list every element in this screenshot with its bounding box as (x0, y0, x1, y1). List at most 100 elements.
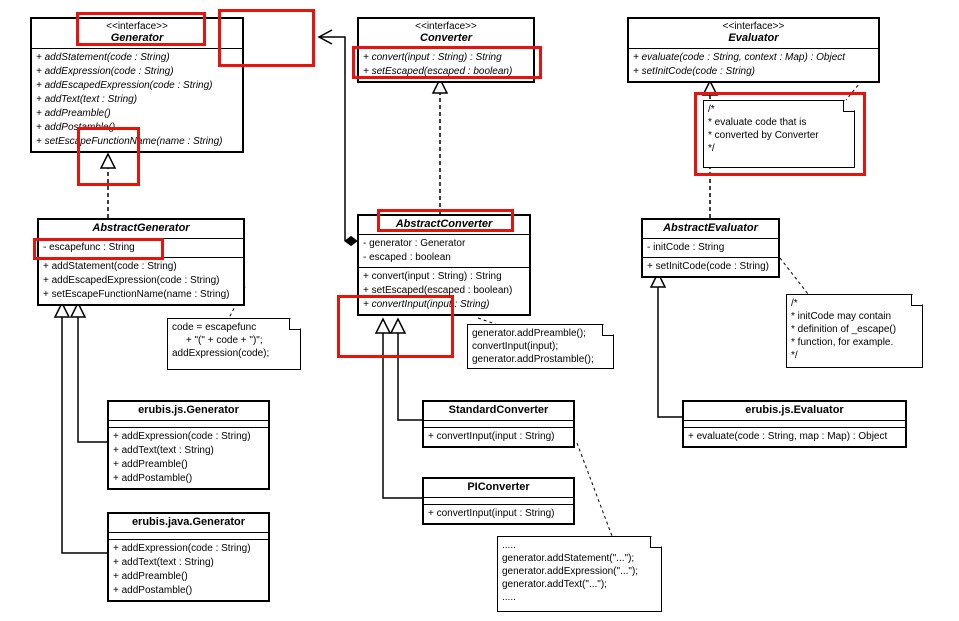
attribute-label: - escapefunc : String (43, 242, 135, 253)
class-title: <<interface>> Generator (32, 19, 242, 48)
generalization-standardconverter-abstractconverter (389, 317, 422, 421)
class-name: erubis.js.Generator (138, 404, 239, 416)
class-name: Converter (420, 32, 472, 44)
note-line: * function, for example. (791, 337, 894, 348)
method-label: + convert(input : String) : String (363, 271, 502, 282)
annotation-highlight-abstractconverter-title (377, 209, 514, 232)
class-box-erubis-java-generator: erubis.java.Generator + addExpression(co… (107, 512, 270, 602)
note-line: * evaluate code that is (708, 117, 807, 128)
class-name: erubis.js.Evaluator (745, 404, 844, 416)
class-title: AbstractGenerator (39, 220, 243, 238)
attributes-compartment (109, 532, 268, 539)
class-title: <<interface>> Evaluator (629, 19, 878, 48)
method-label: + addText(text : String) (113, 445, 214, 456)
annotation-highlight-evaluate-note (694, 92, 866, 176)
method-label: + addStatement(code : String) (36, 52, 170, 63)
realization-abstractconverter-converter (431, 77, 449, 214)
note-anchor-convert-sequence (477, 317, 499, 326)
class-box-erubis-js-evaluator: erubis.js.Evaluator + evaluate(code : St… (682, 400, 907, 448)
methods-compartment: + addStatement(code : String) + addExpre… (32, 48, 242, 151)
composition-abstractconverter-generator (317, 29, 358, 247)
annotation-highlight-generator-title (76, 12, 206, 46)
class-box-erubis-js-generator: erubis.js.Generator + addExpression(code… (107, 400, 270, 490)
method-label: + convertInput(input : String) (428, 431, 555, 442)
stereotype-label: <<interface>> (722, 21, 785, 32)
method-label: + convertInput(input : String) (363, 299, 490, 310)
class-title: erubis.java.Generator (109, 514, 268, 532)
generalization-javagenerator-abstractgenerator (53, 301, 107, 554)
realization-abstractevaluator-evaluator (701, 79, 719, 218)
class-name: erubis.java.Generator (131, 516, 246, 528)
stereotype-label: <<interface>> (106, 21, 168, 32)
note-evaluate-comment: /* * evaluate code that is * converted b… (703, 100, 855, 168)
class-name: AbstractConverter (395, 218, 493, 230)
method-label: + addPreamble() (36, 108, 111, 119)
method-label: + addPreamble() (113, 459, 188, 470)
generalization-jsevaluator-abstractevaluator (649, 271, 682, 418)
method-label: + addExpression(code : String) (113, 543, 251, 554)
class-name: PIConverter (467, 481, 530, 493)
annotation-highlight-generator-bottom (77, 127, 140, 186)
note-line: + "(" + code + ")"; (172, 335, 263, 346)
class-box-pi-converter: PIConverter + convertInput(input : Strin… (422, 477, 575, 525)
note-line: generator.addText("..."); (502, 579, 607, 590)
note-line: /* (791, 298, 798, 309)
note-line: ..... (502, 592, 516, 603)
annotation-highlight-converter-methods (352, 46, 542, 79)
method-label: + addStatement(code : String) (43, 261, 177, 272)
note-line: code = escapefunc (172, 322, 257, 333)
generalization-piconverter-abstractconverter (374, 317, 422, 499)
method-label: + setEscaped(escaped : boolean) (363, 285, 513, 296)
method-label: + evaluate(code : String, map : Map) : O… (688, 431, 888, 442)
note-convert-sequence: generator.addPreamble(); convertInput(in… (467, 324, 614, 369)
class-box-evaluator-interface: <<interface>> Evaluator + evaluate(code … (627, 17, 880, 83)
class-name: AbstractGenerator (92, 222, 190, 234)
method-label: + addText(text : String) (113, 557, 214, 568)
methods-compartment: + convertInput(input : String) (424, 504, 573, 523)
method-label: + setInitCode(code : String) (647, 261, 770, 272)
note-line: * initCode may contain (791, 311, 892, 322)
note-line: */ (791, 350, 798, 361)
attribute-label: - generator : Generator (363, 238, 466, 249)
method-label: + addExpression(code : String) (36, 66, 174, 77)
generalization-jsgenerator-abstractgenerator (69, 301, 107, 443)
method-label: + addPreamble() (113, 571, 188, 582)
attributes-compartment: - initCode : String (643, 238, 778, 257)
stereotype-label: <<interface>> (415, 21, 477, 32)
methods-compartment: + addExpression(code : String) + addText… (109, 539, 268, 600)
annotation-highlight-converter-subclasses (337, 295, 454, 358)
note-anchor-generated-code (576, 442, 613, 537)
note-line: generator.addPreamble(); (472, 328, 586, 339)
method-label: + setEscapeFunctionName(name : String) (43, 289, 230, 300)
note-line: generator.addExpression("..."); (502, 566, 639, 577)
composition-diamond-icon (344, 235, 358, 247)
class-title: StandardConverter (424, 402, 573, 420)
note-anchor-initcode-comment (779, 257, 809, 295)
methods-compartment: + addStatement(code : String) + addEscap… (39, 257, 243, 304)
attribute-label: - escaped : boolean (363, 252, 451, 263)
annotation-highlight-escapefunc (33, 238, 164, 260)
method-label: + addEscapedExpression(code : String) (43, 275, 220, 286)
class-box-abstract-generator: AbstractGenerator - escapefunc : String … (37, 218, 245, 306)
methods-compartment: + evaluate(code : String, map : Map) : O… (684, 427, 905, 446)
methods-compartment: + convertInput(input : String) (424, 427, 573, 446)
note-initcode-comment: /* * initCode may contain * definition o… (786, 294, 923, 368)
class-title: PIConverter (424, 479, 573, 497)
class-title: <<interface>> Converter (359, 19, 533, 48)
note-line: addExpression(code); (172, 348, 270, 359)
method-label: + addText(text : String) (36, 94, 138, 105)
class-box-abstract-evaluator: AbstractEvaluator - initCode : String + … (641, 218, 780, 278)
note-line: */ (708, 143, 715, 154)
note-line: generator.addStatement("..."); (502, 553, 635, 564)
realization-abstractgenerator-generator (99, 152, 117, 218)
note-line: /* (708, 104, 715, 115)
attribute-label: - initCode : String (647, 242, 725, 253)
class-title: erubis.js.Evaluator (684, 402, 905, 420)
methods-compartment: + evaluate(code : String, context : Map)… (629, 48, 878, 81)
note-line: generator.addProstamble(); (472, 354, 594, 365)
method-label: + addPostamble() (36, 122, 116, 133)
class-name: Evaluator (728, 32, 779, 44)
note-line: ..... (502, 540, 516, 551)
